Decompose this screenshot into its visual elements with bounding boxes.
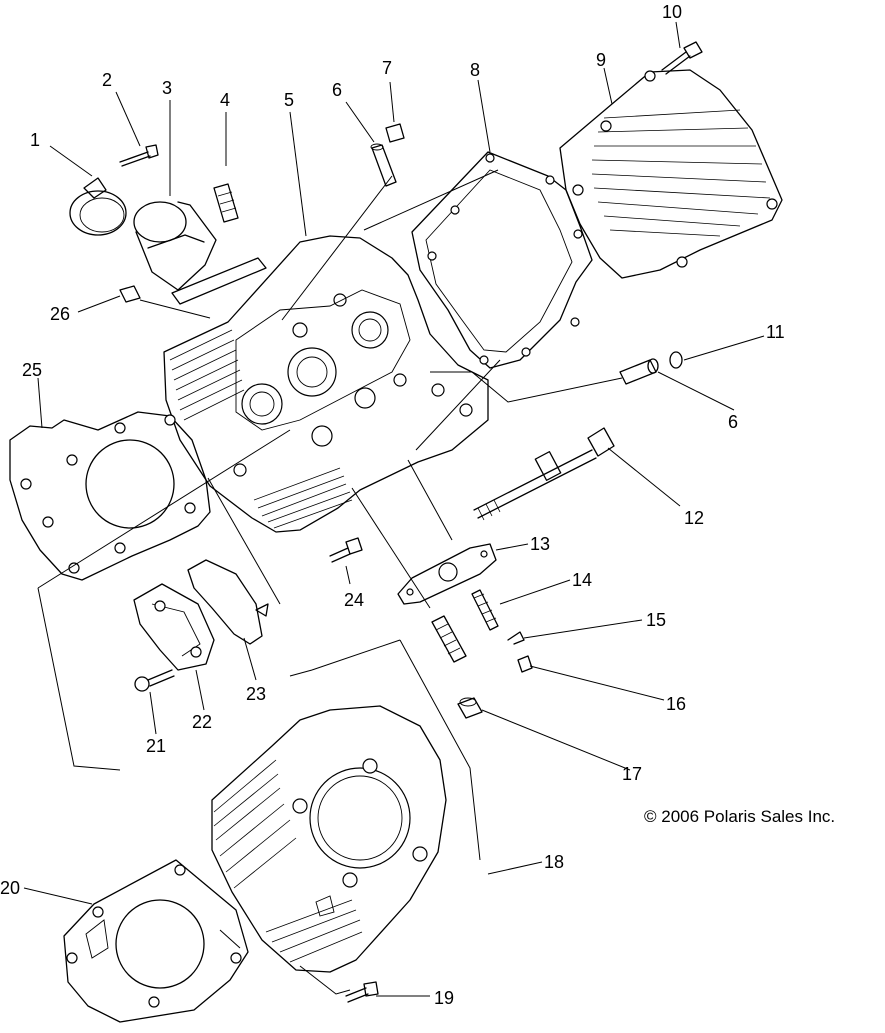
- part-cylinder: [211, 705, 447, 973]
- callout-20: 20: [0, 878, 20, 898]
- part-intake-boot: [133, 201, 217, 291]
- callout-6-right: 6: [728, 412, 738, 432]
- part-bolt-10: [661, 41, 703, 75]
- part-flange-plate: [171, 257, 267, 305]
- callout-18: 18: [544, 852, 564, 872]
- callout-26: 26: [50, 304, 70, 324]
- callout-15: 15: [646, 610, 666, 630]
- part-o-ring-11: [669, 351, 683, 369]
- callout-1: 1: [30, 130, 40, 150]
- part-tensioner-plunger: [431, 615, 467, 663]
- part-screw-19: [345, 981, 379, 1003]
- part-cover-o-ring: [187, 559, 269, 645]
- callout-11: 11: [766, 322, 785, 342]
- callout-leaders: [23, 21, 765, 997]
- part-valve-cover: [559, 69, 783, 279]
- callout-labels: 1 2 3 4 5 6 7 8 9 10 11 6 12 13 14 15 16…: [0, 2, 785, 1008]
- part-screw-24: [329, 537, 363, 563]
- callout-9: 9: [596, 50, 606, 70]
- part-cap-16: [517, 655, 533, 673]
- part-cap-7: [385, 123, 405, 143]
- part-dowel-pin-right: [619, 358, 659, 385]
- callout-5: 5: [284, 90, 294, 110]
- callout-3: 3: [162, 78, 172, 98]
- part-cylinder-head: [163, 235, 489, 533]
- part-plug-26: [119, 285, 141, 303]
- callout-21: 21: [146, 736, 166, 756]
- part-base-gasket: [63, 859, 249, 1023]
- assembly-lines: [37, 169, 623, 995]
- callout-4: 4: [220, 90, 230, 110]
- part-dowel-pin-upper: [370, 143, 397, 187]
- part-tensioner-gasket: [397, 543, 497, 605]
- callout-13: 13: [530, 534, 550, 554]
- part-clip-15: [507, 631, 525, 645]
- callout-17: 17: [622, 764, 642, 784]
- copyright-notice: © 2006 Polaris Sales Inc.: [644, 807, 835, 826]
- part-spring-14: [471, 589, 499, 631]
- callout-24: 24: [344, 590, 364, 610]
- callout-23: 23: [246, 684, 266, 704]
- callout-8: 8: [470, 60, 480, 80]
- callout-6-upper: 6: [332, 80, 342, 100]
- part-screw-21: [134, 669, 175, 692]
- part-valve-cover-gasket: [411, 151, 593, 369]
- part-long-bolt: [473, 427, 615, 521]
- callout-7: 7: [382, 58, 392, 78]
- callout-16: 16: [666, 694, 686, 714]
- callout-19: 19: [434, 988, 454, 1008]
- part-hose-clamp: [69, 177, 127, 236]
- callout-14: 14: [572, 570, 592, 590]
- callout-2: 2: [102, 70, 112, 90]
- part-fitting-4: [213, 183, 239, 223]
- callout-10: 10: [662, 2, 682, 22]
- callout-25: 25: [22, 360, 42, 380]
- part-cover-plate: [133, 583, 215, 671]
- part-head-gasket: [9, 411, 211, 581]
- callout-12: 12: [684, 508, 704, 528]
- part-screw-2: [119, 144, 159, 167]
- callout-22: 22: [192, 712, 212, 732]
- part-dowel-17: [457, 697, 483, 719]
